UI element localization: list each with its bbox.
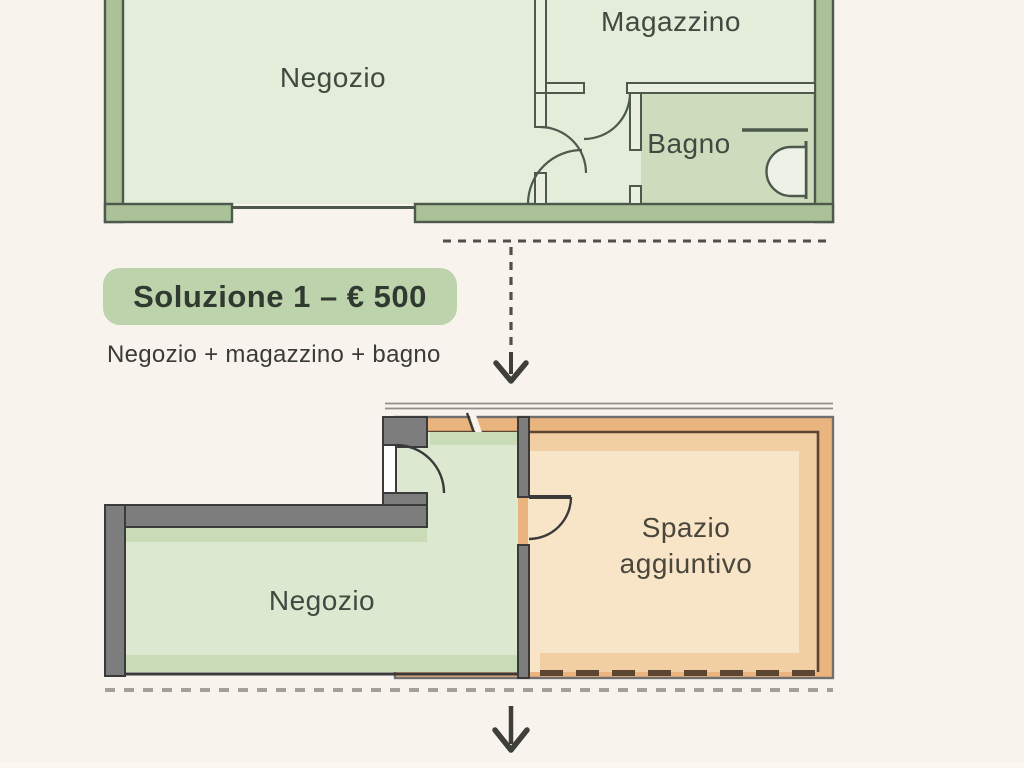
solution-subtitle: Negozio + magazzino + bagno [107,341,441,368]
spazio-floor [528,432,818,672]
negozio-wall-top-block [382,416,428,448]
negozio-band-3 [430,432,518,445]
corridor-wall-jut [545,82,585,94]
label-bagno: Bagno [647,128,731,159]
top-plan [103,0,835,224]
wall-break-gap [469,412,482,434]
negozio-partition-wall [534,0,547,94]
divider-wall-upper [517,416,530,498]
bottom-edge-strip [0,762,1024,768]
bagno-left-wall [629,92,642,151]
spazio-inner-outline [398,430,820,672]
magazzino-door-arc [583,92,632,141]
negozio-partition-wall-mid [534,92,547,128]
negozio-floor-lower [125,527,518,672]
top-plan-bottom-wall-right [413,202,835,224]
divider-door [528,495,573,541]
spazio-band-top [528,432,818,451]
negozio-left-wall [104,504,126,677]
label-negozio-top: Negozio [279,62,387,93]
bottom-plan [104,402,835,680]
label-negozio-bottom: Negozio [268,585,376,616]
toilet-icon [742,128,808,199]
negozio-band-2 [125,655,518,672]
label-magazzino: Magazzino [601,6,741,37]
top-plan-right-wall [813,0,835,224]
spazio-band-right [799,432,818,672]
down-arrow-icon [493,360,529,384]
connector-top [443,239,833,384]
wall-break-tick [465,412,476,434]
spazio-band-bottom [540,653,818,672]
negozio-door-arc [526,148,583,205]
corridor-door-arc [539,125,588,174]
negozio-step-wall [104,504,428,528]
negozio-band-1 [125,527,427,542]
label-spazio-aggiuntivo: Spazio aggiuntivo [619,512,753,579]
magazzino-bottom-wall [626,82,816,94]
down-arrow-bottom-icon [492,727,530,753]
bagno-left-wall-stub [629,185,642,205]
solution-badge: Soluzione 1 – € 500 [103,268,457,325]
top-plan-left-wall [103,0,125,224]
connector-bottom [105,688,833,753]
divider-wall-lower [517,544,530,679]
top-plan-bottom-wall-left [103,202,234,224]
negozio-partition-wall-low [534,172,547,205]
entrance-door [382,443,446,494]
